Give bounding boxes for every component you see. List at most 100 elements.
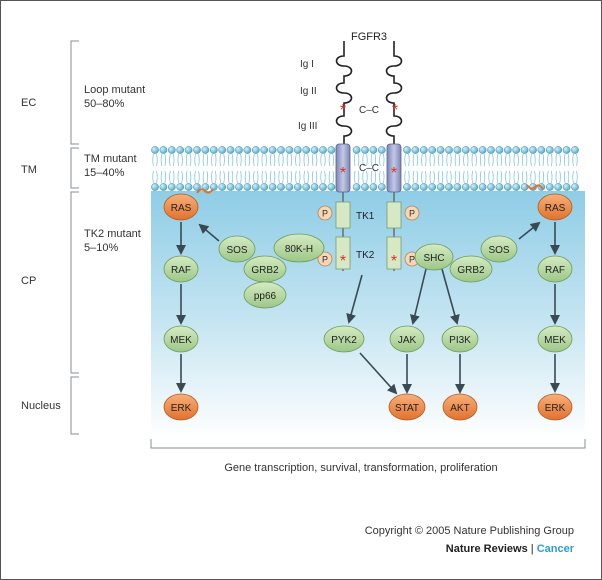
ig-domain-2-label: Ig II (300, 86, 317, 97)
lipid-head (419, 146, 428, 154)
loop-mutant-title: Loop mutant (84, 84, 145, 96)
lipid-tail (496, 153, 503, 167)
lipid-head (562, 183, 571, 191)
lipid-tail (479, 170, 486, 184)
lipid-head (411, 183, 420, 191)
svg-text:80K-H: 80K-H (285, 244, 313, 255)
lipid-head (529, 146, 537, 154)
lipid-tail (538, 153, 545, 167)
lipid-head (260, 183, 269, 191)
svg-text:PYK2: PYK2 (331, 335, 357, 346)
lipid-tail (160, 153, 167, 167)
outcome-bracket (150, 439, 586, 449)
lipid-tail (463, 170, 469, 184)
outcome-text: Gene transcription, survival, transforma… (224, 462, 497, 474)
mutation-star-icon: * (340, 253, 346, 270)
tm-mutant-title: TM mutant (84, 153, 137, 165)
lipid-tail (505, 153, 511, 167)
lipid-tail (202, 153, 209, 167)
lipid-tail (244, 153, 251, 167)
copyright-text: Copyright © 2005 Nature Publishing Group (365, 525, 574, 537)
node-mek-right: MEK (537, 325, 573, 353)
node-jak: JAK (389, 325, 425, 353)
lipid-head (453, 146, 462, 154)
mutation-star-icon: * (392, 102, 398, 119)
lipid-tail (446, 153, 452, 167)
lipid-head (268, 146, 277, 154)
lipid-head (478, 183, 487, 191)
tk2-domain-right (386, 236, 402, 270)
tk1-domain-left (335, 201, 351, 229)
lipid-head (461, 146, 470, 154)
lipid-head (487, 183, 495, 191)
mutation-star-icon: * (340, 165, 346, 182)
lipid-tail (454, 170, 461, 184)
lipid-head (184, 183, 193, 191)
lipid-tail (219, 170, 225, 184)
lipid-head (562, 146, 571, 154)
lipid-tail (379, 170, 385, 184)
lipid-head (453, 183, 462, 191)
svg-text:MEK: MEK (170, 335, 192, 346)
node-akt: AKT (442, 393, 478, 421)
lipid-tail (169, 170, 175, 184)
lipid-head (151, 146, 159, 154)
lipid-head (411, 146, 420, 154)
lipid-tail (236, 170, 242, 184)
lipid-head (428, 183, 437, 191)
node-stat: STAT (388, 393, 426, 421)
lipid-tail (547, 153, 553, 167)
svg-text:RAS: RAS (545, 203, 566, 214)
node-pp66: pp66 (243, 281, 287, 309)
lipid-tail (227, 153, 234, 167)
lipid-tail (202, 170, 209, 184)
svg-text:ERK: ERK (545, 403, 566, 414)
lipid-tail (152, 153, 158, 167)
lipid-tail (194, 170, 200, 184)
lipid-head (554, 183, 563, 191)
node-erk-left: ERK (163, 393, 199, 421)
ec-disulfide-label: C–C (359, 105, 379, 116)
lipid-tail (353, 170, 360, 184)
ras-membrane-anchor-left (196, 188, 214, 194)
tk2-mutant-title: TK2 mutant (84, 228, 141, 240)
lipid-head (293, 183, 302, 191)
lipid-tail (429, 153, 435, 167)
svg-text:JAK: JAK (398, 335, 417, 346)
lipid-tail (446, 170, 452, 184)
lipid-tail (454, 153, 461, 167)
phospho-badge-tk1-right: P (404, 205, 420, 221)
lipid-tail (261, 153, 267, 167)
lipid-tail (328, 153, 335, 167)
lipid-head (176, 146, 185, 154)
lipid-tail (412, 170, 419, 184)
lipid-tail (521, 153, 528, 167)
lipid-tail (236, 153, 242, 167)
lipid-head (436, 146, 445, 154)
journal-name: Nature Reviews (446, 543, 528, 555)
svg-text:P: P (322, 209, 328, 219)
lipid-head (243, 146, 252, 154)
mutation-star-icon: * (340, 102, 346, 119)
lipid-head (495, 183, 504, 191)
lipid-head (201, 146, 210, 154)
tk1-label: TK1 (356, 211, 375, 222)
lipid-tail (169, 153, 175, 167)
lipid-head (243, 183, 252, 191)
svg-text:PI3K: PI3K (449, 335, 471, 346)
lipid-head (503, 146, 512, 154)
lipid-tail (311, 153, 318, 167)
svg-text:RAS: RAS (171, 203, 192, 214)
lipid-tail (227, 170, 234, 184)
lipid-tail (185, 170, 192, 184)
lipid-tail (320, 170, 326, 184)
node-erk-right: ERK (537, 393, 573, 421)
tm-mutant-frequency: 15–40% (84, 167, 125, 179)
lipid-head (369, 146, 378, 154)
lipid-tail (555, 153, 561, 167)
lipid-tail (278, 170, 284, 184)
lipid-head (218, 183, 227, 191)
node-sos-left: SOS (218, 235, 256, 263)
lipid-tail (530, 153, 536, 167)
lipid-tail (353, 153, 360, 167)
